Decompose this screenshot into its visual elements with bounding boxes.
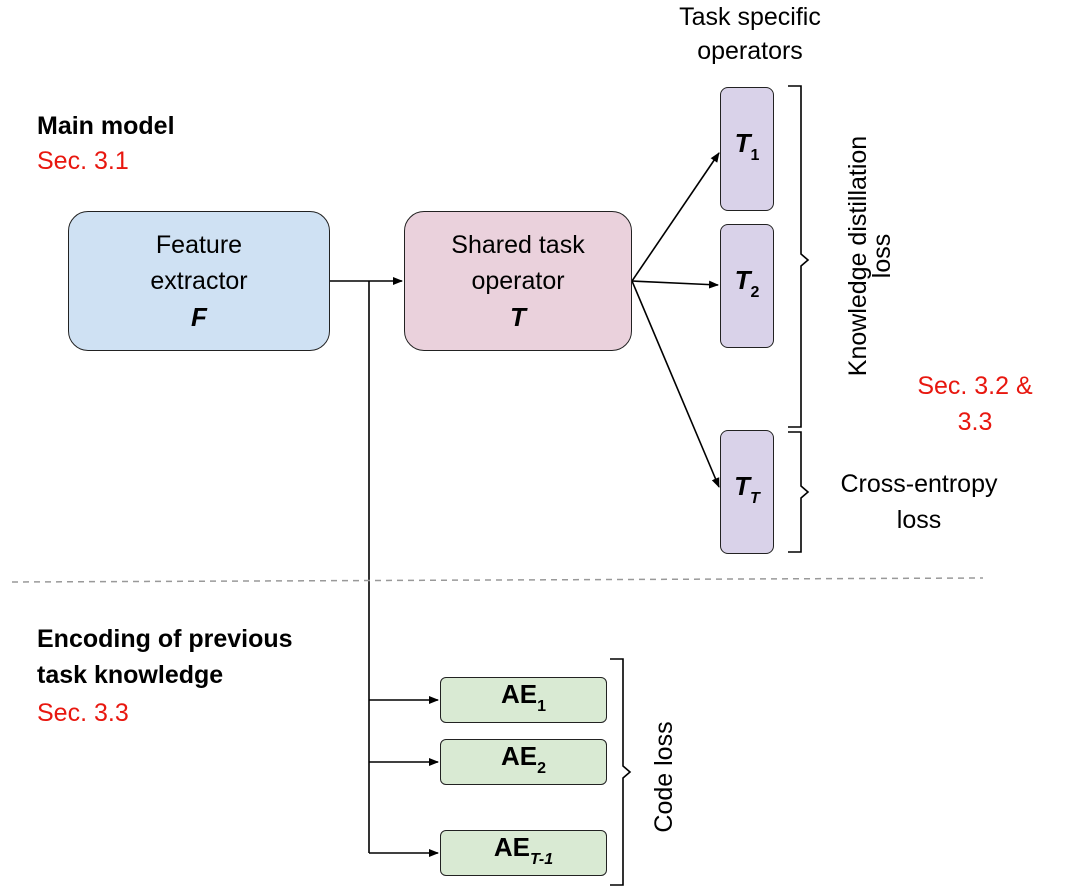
arrow-shared-to-t2 xyxy=(631,280,719,289)
loss-section-line2: 3.3 xyxy=(957,408,993,436)
operator-label-t1: T1 xyxy=(734,127,760,164)
brace-code-loss xyxy=(610,658,632,886)
operator-label-tt: TT xyxy=(734,470,760,507)
feature-extractor-symbol: F xyxy=(191,302,207,332)
operator-box-t2: T2 xyxy=(720,224,774,348)
ae-label-3: AET-1 xyxy=(493,831,554,868)
task-specific-title-line2: operators xyxy=(697,37,803,65)
loss-section-line1: Sec. 3.2 & xyxy=(917,372,1033,400)
ae-label-1: AE1 xyxy=(500,678,547,715)
operator-label-t2: T2 xyxy=(734,264,760,301)
shared-operator-label-line2: operator xyxy=(471,267,565,295)
arrow-shared-to-t1 xyxy=(631,152,720,282)
section-divider xyxy=(11,577,984,583)
ce-loss-label-line1: Cross-entropy xyxy=(840,470,998,498)
ae-box-1: AE1 xyxy=(440,677,607,723)
arrow-shared-to-tt xyxy=(631,280,720,488)
ae-box-2: AE2 xyxy=(440,739,607,785)
operator-box-t1: T1 xyxy=(720,87,774,211)
feature-extractor-box: Feature extractor F xyxy=(68,211,330,351)
code-loss-label: Code loss xyxy=(650,721,678,833)
operator-box-tt: TT xyxy=(720,430,774,554)
shared-operator-symbol: T xyxy=(510,302,526,332)
ce-loss-label-line2: loss xyxy=(896,506,942,534)
encoding-section: Sec. 3.3 xyxy=(37,699,129,727)
kd-loss-label-line2: loss xyxy=(868,233,896,279)
feature-extractor-label-line1: Feature xyxy=(155,231,243,259)
brace-knowledge-distillation xyxy=(788,85,810,428)
ae-box-3: AET-1 xyxy=(440,830,607,876)
shared-operator-box: Shared task operator T xyxy=(404,211,632,351)
encoding-title-line1: Encoding of previous xyxy=(37,625,293,653)
encoding-title-line2: task knowledge xyxy=(37,661,224,689)
ae-label-2: AE2 xyxy=(500,740,547,777)
main-model-section: Sec. 3.1 xyxy=(37,147,129,175)
feature-extractor-label-line2: extractor xyxy=(150,267,248,295)
shared-operator-label-line1: Shared task xyxy=(451,231,585,259)
main-model-title: Main model xyxy=(37,112,175,140)
task-specific-title-line1: Task specific xyxy=(679,3,821,31)
brace-cross-entropy xyxy=(788,431,810,553)
